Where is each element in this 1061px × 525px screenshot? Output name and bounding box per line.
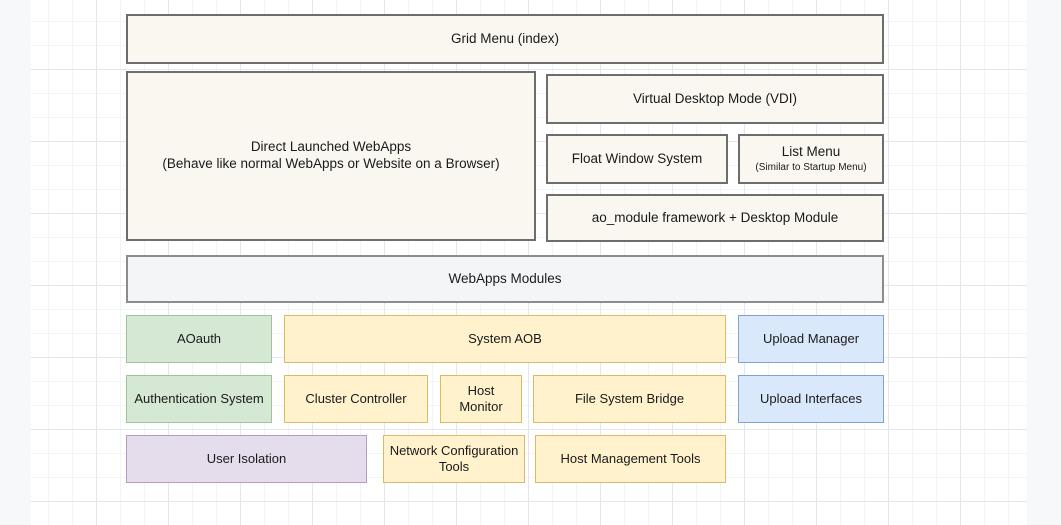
node-float-window-system-label: Float Window System [572,151,703,168]
node-host-monitor-label: Host Monitor [445,383,517,416]
node-system-aob-label: System AOB [468,331,542,347]
node-authentication-system[interactable]: Authentication System [126,375,272,423]
node-grid-menu[interactable]: Grid Menu (index) [126,14,884,64]
node-system-aob[interactable]: System AOB [284,315,726,363]
node-direct-launched-webapps-line1: Direct Launched WebApps [251,139,411,156]
node-direct-launched-webapps[interactable]: Direct Launched WebApps (Behave like nor… [126,71,536,241]
node-file-system-bridge-label: File System Bridge [575,391,684,407]
node-aoauth[interactable]: AOauth [126,315,272,363]
node-host-management-tools[interactable]: Host Management Tools [535,435,726,483]
node-grid-menu-label: Grid Menu (index) [451,31,559,48]
node-virtual-desktop-mode-label: Virtual Desktop Mode (VDI) [633,91,797,108]
node-list-menu-title: List Menu [782,144,841,161]
node-virtual-desktop-mode[interactable]: Virtual Desktop Mode (VDI) [546,74,884,124]
node-ao-module-framework-label: ao_module framework + Desktop Module [592,210,839,227]
node-upload-manager-label: Upload Manager [763,331,859,347]
node-aoauth-label: AOauth [177,331,221,347]
node-list-menu-subtitle: (Similar to Startup Menu) [755,162,866,175]
node-upload-interfaces[interactable]: Upload Interfaces [738,375,884,423]
node-direct-launched-webapps-line2: (Behave like normal WebApps or Website o… [162,156,499,173]
node-list-menu[interactable]: List Menu (Similar to Startup Menu) [738,134,884,184]
node-authentication-system-label: Authentication System [134,391,263,407]
node-upload-manager[interactable]: Upload Manager [738,315,884,363]
node-file-system-bridge[interactable]: File System Bridge [533,375,726,423]
node-user-isolation-label: User Isolation [207,451,286,467]
node-webapps-modules-label: WebApps Modules [448,271,561,288]
node-float-window-system[interactable]: Float Window System [546,134,728,184]
node-network-configuration-tools-label: Network Configuration Tools [388,443,520,476]
node-host-management-tools-label: Host Management Tools [561,451,701,467]
node-webapps-modules[interactable]: WebApps Modules [126,255,884,303]
node-upload-interfaces-label: Upload Interfaces [760,391,862,407]
node-network-configuration-tools[interactable]: Network Configuration Tools [383,435,525,483]
node-cluster-controller[interactable]: Cluster Controller [284,375,428,423]
node-host-monitor[interactable]: Host Monitor [440,375,522,423]
node-cluster-controller-label: Cluster Controller [305,391,406,407]
node-user-isolation[interactable]: User Isolation [126,435,367,483]
node-ao-module-framework[interactable]: ao_module framework + Desktop Module [546,194,884,242]
